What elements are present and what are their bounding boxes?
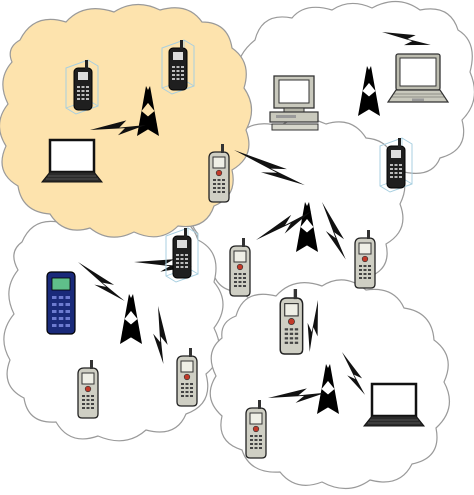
- blue-phone-icon: [46, 271, 76, 335]
- desktop-computer-icon: [269, 75, 319, 131]
- phone-icon: [245, 399, 267, 459]
- laptop-icon: [362, 382, 426, 428]
- laptop-icon: [387, 53, 449, 103]
- phone-icon: [77, 359, 99, 419]
- phone-icon: [176, 347, 198, 407]
- phone-icon: [354, 229, 376, 289]
- cloud-bottom-right: [209, 279, 451, 490]
- phone-icon: [279, 288, 304, 355]
- phone-icon: [208, 143, 230, 203]
- phone-icon: [229, 237, 251, 297]
- laptop-icon: [40, 138, 104, 184]
